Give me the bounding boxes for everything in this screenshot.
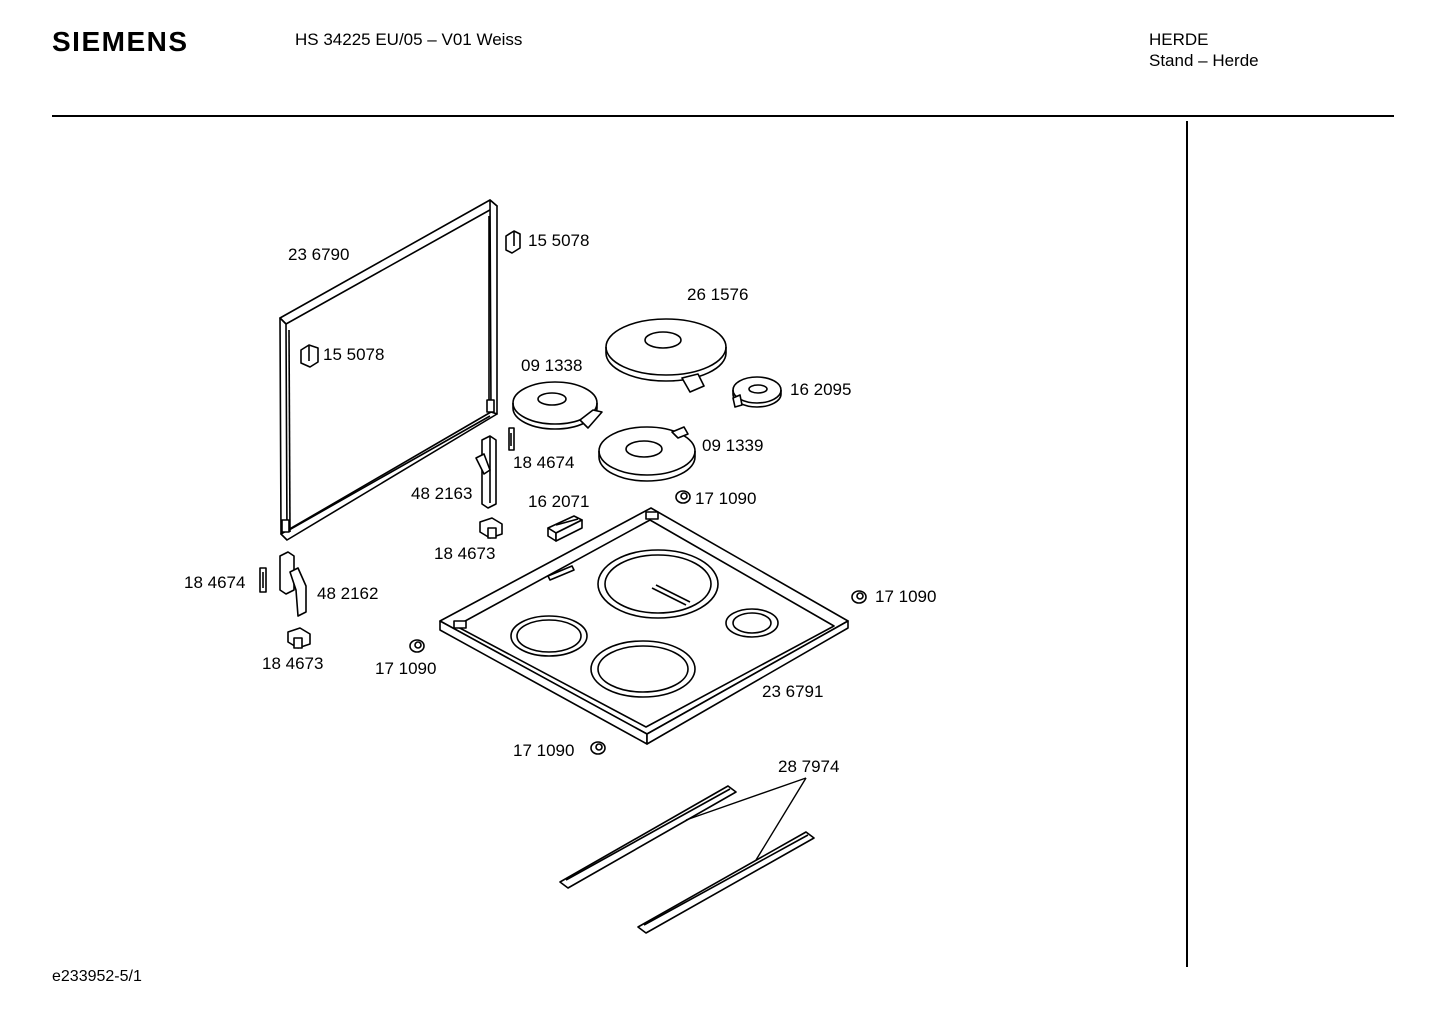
part-label: 17 1090 <box>513 741 575 760</box>
part-label: 16 2071 <box>528 492 590 511</box>
part-label: 48 2163 <box>411 484 473 503</box>
hinge-part-482162 <box>279 551 307 617</box>
part-label: 09 1339 <box>702 436 764 455</box>
part-label: 26 1576 <box>687 285 749 304</box>
part-label: 18 4673 <box>262 654 324 673</box>
part-label: 15 5078 <box>323 345 385 364</box>
leader-lines <box>685 777 807 861</box>
hotplate-part-091338 <box>512 381 603 430</box>
spring-clip-part-right <box>508 427 515 451</box>
part-label: 16 2095 <box>790 380 852 399</box>
grommet-part-b <box>851 590 867 604</box>
trim-strip-part-lower <box>637 831 815 934</box>
part-label: 17 1090 <box>375 659 437 678</box>
model-title: HS 34225 EU/05 – V01 Weiss <box>295 30 523 49</box>
part-label: 18 4674 <box>184 573 246 592</box>
hotplate-part-091339 <box>598 426 696 482</box>
part-label: 23 6790 <box>288 245 350 264</box>
part-label: 17 1090 <box>695 489 757 508</box>
grommet-part-c <box>409 639 425 653</box>
part-label: 18 4674 <box>513 453 575 472</box>
category-subtitle: Stand – Herde <box>1149 51 1259 70</box>
back-panel-part <box>279 199 498 541</box>
part-label: 09 1338 <box>521 356 583 375</box>
part-label: 18 4673 <box>434 544 496 563</box>
foot-part-low <box>287 627 311 649</box>
grommet-part-a <box>675 490 691 504</box>
part-label: 23 6791 <box>762 682 824 701</box>
clip-part-side <box>300 344 319 368</box>
foot-part-mid <box>479 517 503 539</box>
category-title: HERDE <box>1149 30 1209 49</box>
spring-clip-part-left <box>259 567 267 593</box>
sidebar-divider <box>1186 121 1188 967</box>
part-label: 28 7974 <box>778 757 840 776</box>
large-hotplate-part <box>605 318 727 393</box>
vent-clip-part <box>547 515 583 542</box>
part-label: 48 2162 <box>317 584 379 603</box>
cooktop-frame-part <box>439 507 849 745</box>
clip-part-top <box>505 230 521 254</box>
hinge-part-482163 <box>475 435 497 509</box>
header-divider <box>52 115 1394 117</box>
trim-strip-part-upper <box>559 785 737 889</box>
part-label: 17 1090 <box>875 587 937 606</box>
small-hotplate-part <box>732 376 782 408</box>
grommet-part-d <box>590 741 606 755</box>
document-id: e233952-5/1 <box>52 968 142 985</box>
siemens-logo: SIEMENS <box>52 26 189 57</box>
part-label: 15 5078 <box>528 231 590 250</box>
